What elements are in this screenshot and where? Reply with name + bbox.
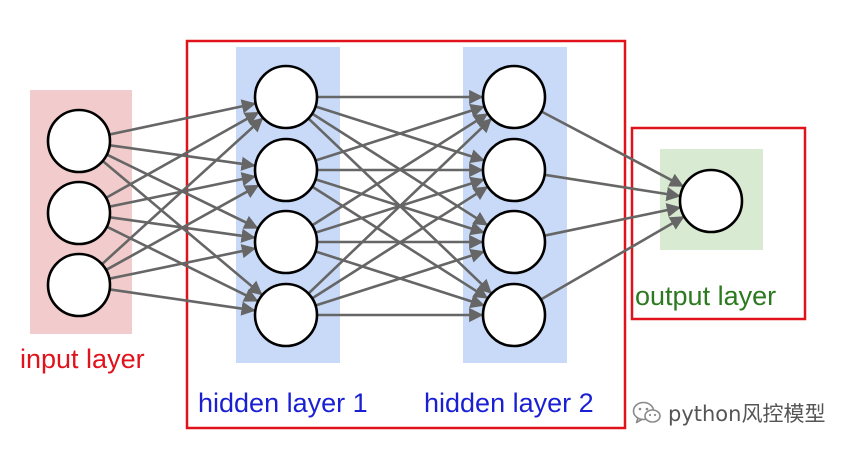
hidden1-neuron-1 [253,64,319,130]
watermark: python风控模型 [632,398,825,428]
input-neuron-1 [46,108,112,174]
connection-input-2-to-hidden1-1 [105,111,260,199]
hidden1-neuron-3 [253,209,319,275]
connection-input-1-to-hidden1-1 [109,99,257,136]
connection-hidden1-4-to-hidden2-2 [311,186,489,300]
hidden2-neuron-4 [481,282,547,348]
hidden1-neuron-4 [253,282,319,348]
hidden-layers-box [185,39,627,430]
hidden2-neuron-3 [481,209,547,275]
connections [101,89,685,323]
hidden2-neuron-2 [481,137,547,203]
output-layer-box [630,126,807,321]
hidden2-neuron-1 [481,64,547,130]
hidden-layer-2-label: hidden layer 2 [424,388,594,418]
wechat-icon [632,401,661,424]
input-layer-label: input layer [20,344,145,374]
neurons [46,64,744,348]
connection-hidden2-3-to-output-1 [544,203,682,237]
connection-hidden2-1-to-output-1 [540,110,684,188]
connection-input-3-to-hidden1-4 [109,288,256,316]
output-neuron-1 [678,168,744,234]
output-layer-label: output layer [635,281,777,311]
input-neuron-3 [46,252,112,318]
connection-input-3-to-hidden1-3 [109,244,257,280]
connection-hidden2-2-to-output-1 [544,173,681,202]
connection-hidden1-4-to-hidden2-3 [315,248,485,307]
watermark-text: python风控模型 [668,402,826,426]
connection-input-3-to-hidden1-1 [101,117,264,266]
connection-hidden2-4-to-output-1 [540,215,685,301]
connection-hidden1-3-to-hidden2-1 [311,113,489,227]
connection-hidden1-4-to-hidden2-1 [307,118,492,295]
connection-input-3-to-hidden1-2 [105,184,260,272]
hidden-layer-1-label: hidden layer 1 [198,388,368,418]
input-neuron-2 [46,180,112,246]
connection-hidden1-2-to-hidden2-1 [315,103,485,162]
hidden1-neuron-2 [253,137,319,203]
